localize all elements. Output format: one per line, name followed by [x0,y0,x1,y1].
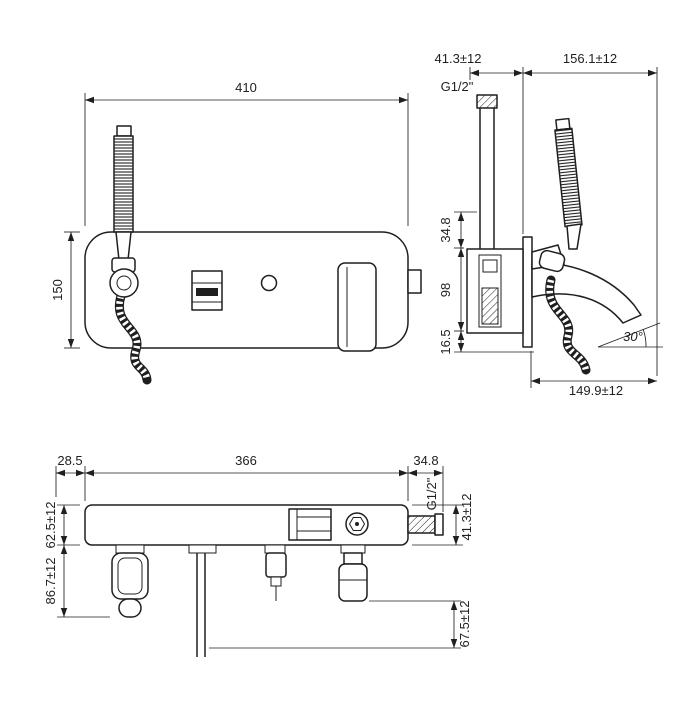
side-view: 30° [466,94,663,375]
thread-label-side: G1/2" [441,79,474,94]
dim-plan-upper-offset-label: 62.5±12 [43,502,58,549]
dim-front-width-label: 410 [235,80,257,95]
dim-front-height-label: 150 [50,279,65,301]
dim-plan-lower-offset-label: 86.7±12 [43,558,58,605]
outlet-stub-front [407,269,422,294]
plan-view-dimensions: 28.5 366 34.8 G1/2" 41.3±12 62.5±12 [43,453,474,649]
side-view-dimensions: 41.3±12 156.1±12 G1/2" 34.8 98 16.5 149.… [435,51,658,398]
dim-side-lower-offset-label: 16.5 [438,329,453,354]
diverter-plan [265,552,287,601]
spout-front [191,270,223,311]
dim-plan-spout-drop-label: 67.5±12 [457,601,472,648]
cartridge-plan [338,552,368,602]
dim-side-lower-reach-label: 149.9±12 [569,383,623,398]
dim-plan-width: 366 [85,453,409,501]
handshower-front [109,125,139,298]
dim-side-body-label: 98 [438,283,453,297]
handshower-hose-side [545,275,591,375]
dim-side-wall-depth: 41.3±12 [435,51,524,234]
handshower-side [531,117,583,273]
dim-side-wall-depth-label: 41.3±12 [435,51,482,66]
dim-front-height: 150 [50,231,80,349]
dim-plan-depth: 41.3±12 [412,494,474,546]
front-view [84,125,422,385]
mounting-bolt-plan [345,512,369,536]
front-view-dimensions: 410 150 [50,80,409,349]
spout-plan [288,508,332,541]
dim-plan-upper-offset: 62.5±12 [43,502,80,549]
thread-label-plan: G1/2" [424,477,439,510]
dim-plan-spout-drop: 67.5±12 [209,601,472,649]
wall-plate-side [522,236,533,348]
lever-handle-front [337,262,377,352]
inlet-stub-plan [407,513,444,536]
dim-side-lower-reach: 149.9±12 [530,351,657,398]
plan-view [84,504,444,657]
base-plates-plan [115,544,366,554]
lever-handle-plan [111,552,149,618]
dim-side-vertical-chain: 34.8 98 16.5 [438,211,534,355]
handshower-hose-front [114,291,152,385]
dim-side-reach: 156.1±12 [523,51,658,376]
inlet-pipe-side [476,94,498,250]
dim-plan-left-offset: 28.5 [55,453,86,501]
spout-side [531,262,642,324]
dim-side-pipe-label: 34.8 [438,217,453,242]
dim-plan-width-label: 366 [235,453,257,468]
dim-plan-stub-label: 34.8 [413,453,438,468]
dim-plan-depth-label: 41.3±12 [459,494,474,541]
dim-plan-lower-offset: 86.7±12 [43,545,110,618]
dim-plan-stub: 34.8 [408,453,444,512]
diverter-knob-front [260,274,278,292]
dim-side-reach-label: 156.1±12 [563,51,617,66]
spout-angle-annotation: 30° [597,322,663,348]
hose-plan [196,553,206,657]
dim-front-width: 410 [84,80,409,226]
spout-angle-label: 30° [623,329,643,344]
dim-plan-left-offset-label: 28.5 [57,453,82,468]
valve-body-side [466,248,524,334]
